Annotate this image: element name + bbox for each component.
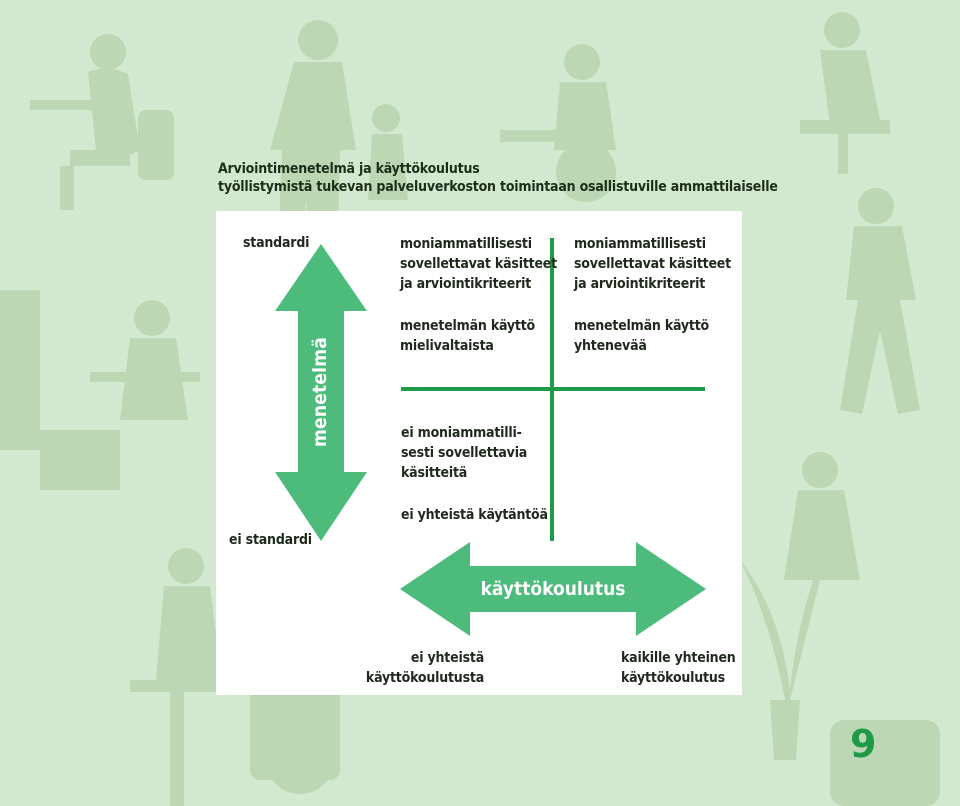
quadrant-line: ei yhteistä käytäntöä xyxy=(401,507,548,523)
quadrant-top-left-usage: menetelmän käyttö mielivaltaista xyxy=(400,316,535,356)
quadrant-top-right-usage: menetelmän käyttö yhtenevää xyxy=(574,316,709,356)
axis-left-label-line: ei yhteistä xyxy=(410,650,484,666)
plant-icon xyxy=(740,540,830,760)
quadrant-top-right-concepts: moniammatillisesti sovellettavat käsitte… xyxy=(574,234,731,294)
person-at-desk-icon xyxy=(130,548,240,806)
horizontal-axis-line xyxy=(401,387,705,391)
title-line-2: työllistymistä tukevan palveluverkoston … xyxy=(218,179,778,195)
quadrant-line: ei moniammatilli- xyxy=(401,425,522,441)
quadrant-bottom-left-usage: ei yhteistä käytäntöä xyxy=(401,505,548,525)
quadrant-line: menetelmän käyttö xyxy=(400,318,535,334)
axis-top-label: standardi xyxy=(243,235,310,251)
person-at-desk-icon xyxy=(800,12,890,174)
quadrant-line: moniammatillisesti xyxy=(400,236,532,252)
page-number: 9 xyxy=(850,722,877,766)
quadrant-line: sesti sovellettavia xyxy=(401,445,528,461)
vertical-axis-label: menetelmä xyxy=(309,337,331,447)
diagram-graphics xyxy=(275,238,706,636)
wheelchair-user-icon xyxy=(500,44,616,202)
quadrant-line: käsitteitä xyxy=(401,465,468,481)
diagram-title: Arviointimenetelmä ja käyttökoulutus työ… xyxy=(218,160,778,196)
quadrant-line: moniammatillisesti xyxy=(574,236,706,252)
quadrant-line: sovellettavat käsitteet xyxy=(574,256,731,272)
axis-bottom-label: ei standardi xyxy=(229,532,312,548)
person-at-desk-icon xyxy=(30,34,174,210)
quadrant-line: mielivaltaista xyxy=(400,338,494,354)
person-at-desk-icon xyxy=(0,290,200,490)
axis-right-label-line: kaikille yhteinen xyxy=(621,650,736,666)
quadrant-top-left-concepts: moniammatillisesti sovellettavat käsitte… xyxy=(400,234,557,294)
axis-left-label-line: käyttökoulutusta xyxy=(365,670,484,686)
axis-right-label: kaikille yhteinen käyttökoulutus xyxy=(621,648,736,688)
title-line-1: Arviointimenetelmä ja käyttökoulutus xyxy=(218,161,480,177)
axis-left-label: ei yhteistä käyttökoulutusta xyxy=(360,648,484,688)
vertical-double-arrow xyxy=(275,244,367,541)
quadrant-line: sovellettavat käsitteet xyxy=(400,256,557,272)
quadrant-line: yhtenevää xyxy=(574,338,647,354)
horizontal-axis-label: käyttökoulutus xyxy=(480,578,626,600)
walking-person-icon xyxy=(784,452,940,806)
quadrant-line: ja arviointikriteerit xyxy=(574,276,706,292)
quadrant-bottom-left-concepts: ei moniammatilli- sesti sovellettavia kä… xyxy=(401,423,527,483)
horizontal-double-arrow xyxy=(400,542,706,636)
axis-right-label-line: käyttökoulutus xyxy=(621,670,725,686)
quadrant-line: ja arviointikriteerit xyxy=(400,276,532,292)
quadrant-line: menetelmän käyttö xyxy=(574,318,709,334)
walking-person-icon xyxy=(840,188,920,414)
